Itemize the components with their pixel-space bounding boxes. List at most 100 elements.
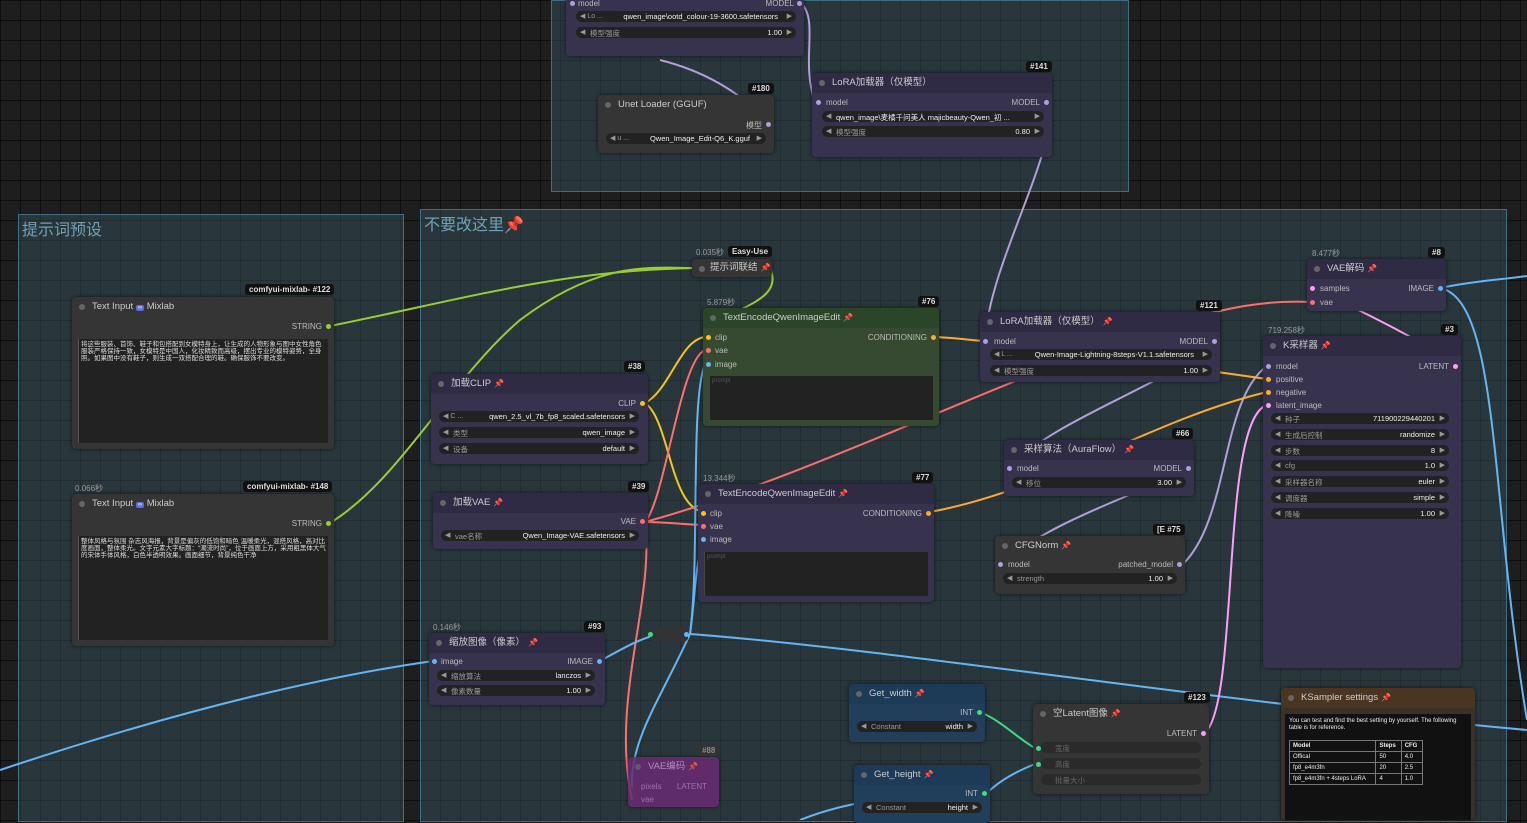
text122-area[interactable]: 将这些服装、首饰、鞋子和包搭配到女模特身上，让生成的人物形象与图中女性角色服装严… [78,339,328,443]
unet-widget[interactable]: ◀ u ... Qwen_Image_Edit-Q6_K.gguf ▶ [606,133,766,144]
latent-width-widget[interactable]: 宽度 [1041,742,1201,753]
dot-121-in[interactable] [983,339,988,344]
node-textencode-77[interactable]: TextEncodeQwenImageEdit📌 clip vae image … [698,484,934,602]
dot-123-out[interactable] [1201,731,1206,736]
dot-93-out[interactable] [597,659,602,664]
dot-77-vae[interactable] [701,524,706,529]
dot-8-out[interactable] [1438,286,1443,291]
node-textencode-76[interactable]: TextEncodeQwenImageEdit📌 clip vae image … [703,308,939,426]
node-text-input-148[interactable]: Text Input ∞ Mixlab STRING 整体风格与氛围 杂志风海报… [72,494,334,646]
node-empty-latent[interactable]: 空Latent图像📌 LATENT 宽度 高度 批量大小 [1033,704,1209,794]
dot-3-neg[interactable] [1266,390,1271,395]
vae-name-widget[interactable]: ◀ vae名称 Qwen_Image-VAE.safetensors ▶ [441,530,639,541]
getw-widget[interactable]: ◀ Constant width ▶ [857,721,977,732]
dot-getw-out[interactable] [977,710,982,715]
top-strength-widget[interactable]: ◀ 模型强度 1.00 ▶ [576,27,796,38]
dot-66-in[interactable] [1007,466,1012,471]
dot-121-out[interactable] [1212,339,1217,344]
lora141-widget[interactable]: ◀ qwen_image\麦橘千问美人 majicbeauty-Qwen_初 .… [822,111,1044,122]
node-text-input-122[interactable]: Text Input ∞ Mixlab STRING 将这些服装、首饰、鞋子和包… [72,297,334,449]
dot-8-samples[interactable] [1310,286,1315,291]
clip-name-widget[interactable]: ◀ C ... qwen_2.5_vl_7b_fp8_scaled.safete… [439,411,639,422]
top-lora-widget[interactable]: ◀ Lo ... qwen_image\ootd_colour-19-3600.… [576,11,796,22]
dot-148-out[interactable] [326,521,331,526]
node-vae-encode[interactable]: VAE编码📌 pixels vae LATENT [628,757,719,807]
dot-3-pos[interactable] [1266,377,1271,382]
chevron-left-icon: ◀ [1275,510,1281,517]
dot-3-latent[interactable] [1266,403,1271,408]
reroute-dot-out[interactable] [684,632,689,637]
dot-77-image[interactable] [701,537,706,542]
dot-top-model-in[interactable] [570,1,575,6]
ks-cfg-label: cfg [1285,461,1296,470]
node-get-height[interactable]: Get_height📌 INT ◀ Constant height ▶ [854,765,990,823]
dot-3-model[interactable] [1266,364,1271,369]
lora121-widget[interactable]: ◀ L ... Qwen-Image-Lightning-8steps-V1.1… [990,349,1212,360]
dot-123-h[interactable] [1036,762,1041,767]
te77-prompt[interactable]: prompt [704,552,928,596]
node-prompt-concat[interactable]: 提示词联结📌 [692,259,772,277]
dot-76-vae[interactable] [706,348,711,353]
node-ksampler[interactable]: K采样器📌 model positive negative latent_ima… [1263,336,1461,668]
dot-122-out[interactable] [326,324,331,329]
dot-75-in[interactable] [998,562,1003,567]
dot-38-out[interactable] [640,401,645,406]
node-scale-image[interactable]: 缩放图像（像素）📌 image IMAGE ◀ 缩放算法 lanczos ▶ ◀… [429,633,605,705]
lora121-strength-widget[interactable]: ◀ 模型强度 1.00 ▶ [990,365,1212,376]
clip-type-widget[interactable]: ◀ 类型 qwen_image ▶ [439,427,639,438]
cfg-strength-widget[interactable]: ◀ strength 1.00 ▶ [1003,573,1177,584]
dot-123-w[interactable] [1036,746,1041,751]
dot-93-in[interactable] [432,659,437,664]
te76-prompt[interactable]: prompt [709,376,933,420]
reroute-dot-in[interactable] [648,632,653,637]
node-cfgnorm[interactable]: CFGNorm📌 model patched_model ◀ strength … [995,536,1185,594]
node-lora-121[interactable]: LoRA加载器（仅模型）📌 model MODEL ◀ L ... Qwen-I… [980,312,1220,382]
dot-141-in[interactable] [816,100,821,105]
dot-8-vae[interactable] [1310,300,1315,305]
dot-77-clip[interactable] [701,511,706,516]
dot-39-out[interactable] [640,519,645,524]
clip-device-widget[interactable]: ◀ 设备 default ▶ [439,443,639,454]
dot-3-out[interactable] [1453,364,1458,369]
aura-in: model [1017,464,1039,473]
dot-77-out[interactable] [926,511,931,516]
dot-unet-out[interactable] [766,122,771,127]
aura-shift-widget[interactable]: ◀ 移位 3.00 ▶ [1012,477,1186,488]
node-lora-141[interactable]: LoRA加载器（仅模型） model MODEL ◀ qwen_image\麦橘… [812,73,1052,157]
dot-76-image[interactable] [706,362,711,367]
scale-mp-widget[interactable]: ◀ 像素数量 1.00 ▶ [437,685,595,696]
latent-height-widget[interactable]: 高度 [1041,758,1201,769]
node-get-width[interactable]: Get_width📌 INT ◀ Constant width ▶ [849,684,985,742]
dot-top-model-out[interactable] [797,1,802,6]
node-auraflow[interactable]: 采样算法（AuraFlow）📌 model MODEL ◀ 移位 3.00 ▶ [1004,440,1194,496]
dot-76-clip[interactable] [706,335,711,340]
node-vae-decode[interactable]: VAE解码📌 samples vae IMAGE [1307,259,1446,311]
tag-122: comfyui-mixlab- #122 [245,284,335,295]
dot-66-out[interactable] [1186,466,1191,471]
node-lora-top[interactable]: model MODEL ◀ Lo ... qwen_image\ootd_col… [566,0,804,56]
node-ksampler-settings[interactable]: KSampler settings📌 You can test and find… [1281,688,1475,820]
reroute-image[interactable] [650,627,688,641]
chevron-left-icon: ◀ [1275,431,1281,438]
node-unet-loader[interactable]: Unet Loader (GGUF) 模型 ◀ u ... Qwen_Image… [598,95,774,153]
dot-75-out[interactable] [1177,562,1182,567]
top-model-in: model [578,0,600,8]
dot-geth-out[interactable] [982,791,987,796]
dot-141-out[interactable] [1044,100,1049,105]
geth-widget[interactable]: ◀ Constant height ▶ [862,802,982,813]
node-load-clip[interactable]: 加载CLIP📌 CLIP ◀ C ... qwen_2.5_vl_7b_fp8_… [431,374,648,464]
dot-76-out[interactable] [931,335,936,340]
latent-batch-widget[interactable]: 批量大小 [1041,774,1201,785]
lora141-strength-widget[interactable]: ◀ 模型强度 0.80 ▶ [822,126,1044,137]
text148-area[interactable]: 整体风格与氛围 杂志风海报，背景是偏灰的低饱和暗色 温暖柔光，混搭风格，高对比度… [78,536,328,640]
scale-method-widget[interactable]: ◀ 缩放算法 lanczos ▶ [437,670,595,681]
chevron-left-icon: ◀ [1275,462,1281,469]
node-load-vae[interactable]: 加载VAE📌 VAE ◀ vae名称 Qwen_Image-VAE.safete… [433,493,648,549]
